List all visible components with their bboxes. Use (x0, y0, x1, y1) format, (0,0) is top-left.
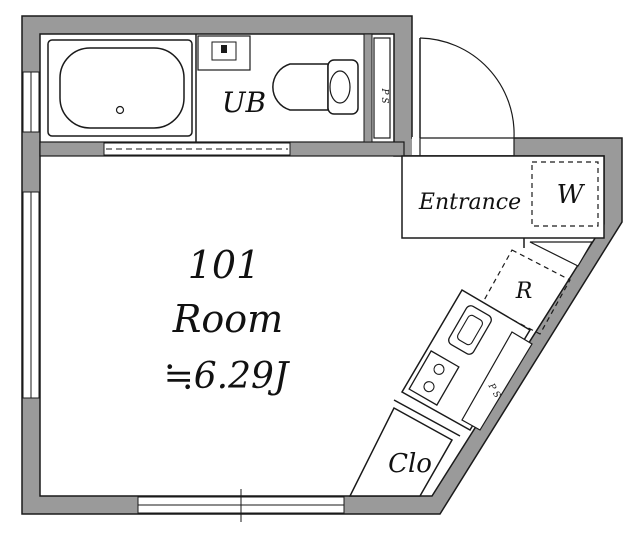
entrance-door-gap (412, 137, 514, 155)
room-number: 101 (188, 243, 261, 287)
entrance-door-swing (419, 37, 515, 139)
bathtub-drain (115, 105, 125, 115)
entrance-label: Entrance (418, 190, 521, 215)
pipe-space-top-label: P S (379, 87, 389, 103)
room-name: Room (172, 297, 283, 341)
entrance-area (401, 155, 605, 239)
toilet (272, 59, 359, 115)
closet-label: Clo (388, 449, 432, 479)
refrigerator-label: R (515, 279, 533, 304)
bathtub (47, 39, 193, 137)
corner-triangle (529, 241, 594, 267)
washer-label: W (557, 180, 586, 210)
unit-bath-label: UB (222, 86, 266, 119)
pipe-space-kitchen (461, 331, 533, 431)
refrigerator-space (481, 249, 571, 335)
washer-space (531, 161, 599, 227)
pipe-space-top (373, 37, 391, 139)
closet (348, 406, 454, 497)
stove (408, 350, 460, 406)
room-area: ≒6.29J (164, 356, 291, 397)
kitchen-sink (448, 305, 492, 355)
